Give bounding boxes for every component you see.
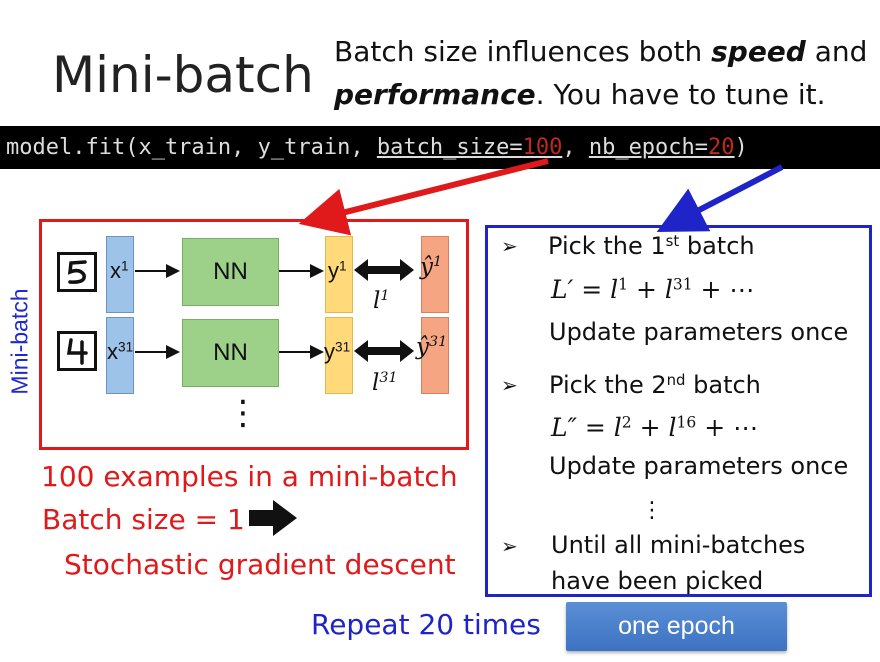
loss-double-arrow-1 bbox=[354, 259, 414, 281]
code-suffix: ) bbox=[734, 135, 748, 160]
code-snippet: model.fit(x_train, y_train, batch_size=1… bbox=[0, 126, 880, 169]
slide-subtitle: Batch size influences both speed and per… bbox=[334, 30, 867, 116]
step-update-once-2: Update parameters once bbox=[549, 452, 849, 480]
slide-title: Mini-batch bbox=[52, 46, 314, 104]
bullet-arrow-icon: ➢ bbox=[501, 236, 518, 258]
target-yhat31-label: ŷ31 bbox=[416, 334, 448, 360]
code-prefix: model.fit(x_train, y_train, bbox=[6, 135, 377, 160]
subtitle-line-2: performance. You have to tune it. bbox=[334, 73, 867, 116]
mnist-digit-5-icon bbox=[57, 252, 97, 292]
step-pick-second: Pick the 2nd batch bbox=[549, 370, 761, 399]
output-y31-label: y31 bbox=[324, 339, 351, 364]
bullet-arrow-icon: ➢ bbox=[501, 536, 518, 558]
mini-batch-side-label: Mini-batch bbox=[6, 288, 33, 395]
loss-l1-label: l1 bbox=[373, 288, 390, 314]
diagram-ellipsis: ⋮ bbox=[226, 394, 260, 432]
code-epoch: nb_epoch=20 bbox=[589, 135, 735, 160]
blue-arrow bbox=[656, 164, 784, 233]
subtitle-emphasis-performance: performance bbox=[334, 78, 536, 111]
input-x31-label: x31 bbox=[107, 339, 134, 364]
nn-block-2: NN bbox=[182, 319, 279, 387]
mini-batch-diagram-box bbox=[39, 219, 469, 450]
input-x31 bbox=[106, 317, 134, 394]
code-epoch-value: 20 bbox=[708, 135, 735, 160]
bullet-arrow-icon: ➢ bbox=[501, 375, 518, 397]
input-x1-label: x1 bbox=[110, 258, 129, 283]
equation-first-batch: L′ = l1 + l31 + ⋯ bbox=[551, 275, 755, 304]
one-epoch-badge: one epoch bbox=[566, 602, 787, 651]
target-yhat31 bbox=[421, 317, 449, 394]
input-x1 bbox=[106, 236, 134, 313]
subtitle-text: and bbox=[805, 35, 868, 68]
subtitle-text: Batch size influences both bbox=[334, 35, 712, 68]
loss-double-arrow-2 bbox=[354, 340, 414, 362]
subtitle-text: . You have to tune it. bbox=[535, 78, 826, 111]
red-arrow bbox=[298, 158, 549, 236]
subtitle-line-1: Batch size influences both speed and bbox=[334, 30, 867, 73]
code-epoch-key: nb_epoch= bbox=[588, 135, 709, 160]
step-until-line-2: have been picked bbox=[551, 567, 764, 595]
code-batch-value: 100 bbox=[522, 135, 563, 160]
output-y1 bbox=[325, 236, 353, 313]
step-pick-first: Pick the 1st batch bbox=[548, 231, 755, 260]
target-yhat1 bbox=[421, 236, 449, 313]
batch-size-one-note: Batch size = 1 bbox=[42, 503, 245, 536]
epoch-steps-box bbox=[485, 225, 872, 597]
code-batch-size: batch_size=100 bbox=[377, 135, 562, 160]
mnist-digit-4-icon bbox=[57, 331, 97, 371]
output-y31 bbox=[325, 317, 353, 394]
output-y1-label: y1 bbox=[328, 258, 347, 283]
target-yhat1-label: ŷ1 bbox=[420, 254, 443, 280]
examples-note: 100 examples in a mini-batch bbox=[41, 460, 458, 493]
sgd-note: Stochastic gradient descent bbox=[64, 548, 456, 581]
code-batch-key: batch_size= bbox=[376, 135, 523, 160]
step-update-once-1: Update parameters once bbox=[549, 318, 849, 346]
subtitle-emphasis-speed: speed bbox=[711, 35, 806, 68]
step-until-line-1: Until all mini-batches bbox=[551, 531, 806, 559]
nn-block-1: NN bbox=[182, 238, 279, 306]
equation-second-batch: L″ = l2 + l16 + ⋯ bbox=[551, 413, 759, 442]
repeat-note: Repeat 20 times bbox=[311, 608, 541, 641]
batch-size-arrow-icon bbox=[249, 500, 297, 536]
code-separator: , bbox=[562, 135, 589, 160]
loss-l31-label: l31 bbox=[372, 370, 398, 396]
steps-ellipsis: ⋮ bbox=[641, 497, 663, 522]
